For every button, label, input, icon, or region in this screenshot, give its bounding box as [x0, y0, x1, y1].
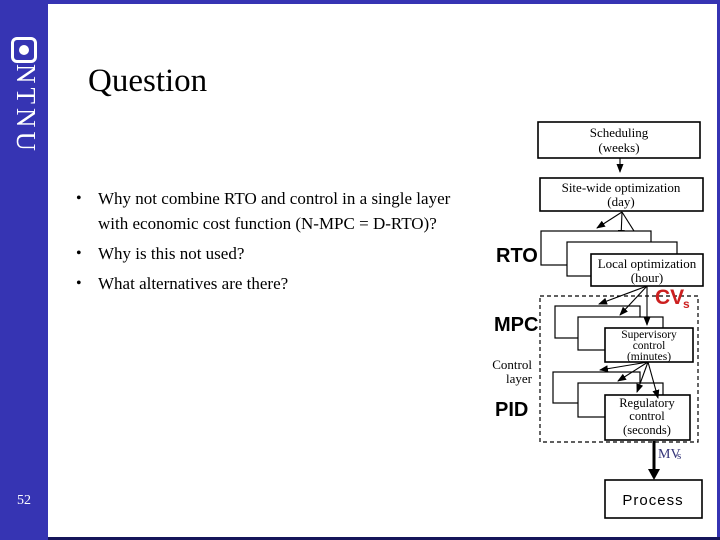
local-optimization-label-line1: Local optimization — [598, 256, 697, 271]
ntnu-emblem-icon — [11, 37, 37, 63]
process-box — [604, 479, 703, 519]
page-number: 52 — [17, 493, 31, 508]
control-layer-label-line1: Control — [492, 357, 532, 372]
bullet-text: Why not combine RTO and control in a sin… — [98, 189, 451, 233]
bullet-item: • Why not combine RTO and control in a s… — [76, 186, 480, 236]
arrow-supervisory-to-regulatory — [647, 361, 660, 399]
sitewide-label-line2: (day) — [607, 194, 634, 209]
scheduling-label-line1: Scheduling — [590, 125, 649, 140]
bullet-dot: • — [76, 275, 82, 292]
supervisory-label-line1: Supervisory — [621, 329, 677, 341]
arrow-local-to-mpc-1 — [598, 285, 648, 305]
cv-signal-label: CV — [655, 286, 684, 309]
bullet-item: • Why is this not used? — [76, 241, 480, 266]
ntnu-logo-text: NTNU — [11, 64, 41, 155]
cv-signal-subscript: s — [683, 297, 690, 311]
arrow-sitewide-to-rto-1 — [596, 211, 623, 229]
ntnu-sidebar: NTNU 52 — [0, 0, 48, 540]
supervisory-label-line2: control — [633, 340, 666, 352]
supervisory-label-line3: (minutes) — [627, 351, 671, 363]
slide-border-bottom — [48, 537, 720, 540]
scheduling-label-line2: (weeks) — [598, 140, 639, 155]
ntnu-emblem-circle — [19, 45, 29, 55]
arrow-supervisory-to-pid-1 — [599, 361, 649, 373]
bullet-item: • What alternatives are there? — [76, 271, 480, 296]
pid-layer-label: PID — [495, 399, 528, 421]
local-optimization-box — [590, 253, 704, 287]
sitewide-label-line1: Site-wide optimization — [562, 180, 681, 195]
arrow-local-to-mpc-2 — [619, 285, 648, 316]
mpc-layer-label: MPC — [494, 314, 538, 336]
process-label: Process — [622, 492, 683, 509]
regulatory-label-line1: Regulatory — [619, 396, 675, 410]
slide-border-right — [717, 0, 720, 540]
slide-title: Question — [88, 63, 208, 99]
control-hierarchy-diagram: Scheduling (weeks) Site-wide optimizatio… — [492, 121, 704, 519]
bullet-dot: • — [76, 245, 82, 262]
regulatory-label-line2: control — [629, 409, 665, 423]
mv-signal-label: MV — [658, 447, 681, 462]
control-layer-label-line2: layer — [506, 371, 533, 386]
regulatory-label-line3: (seconds) — [623, 423, 671, 437]
bullet-list: • Why not combine RTO and control in a s… — [76, 186, 480, 296]
arrow-supervisory-to-pid-2 — [617, 361, 649, 382]
rto-layer-label: RTO — [496, 245, 538, 267]
supervisory-control-box — [604, 327, 694, 363]
bullet-dot: • — [76, 190, 82, 207]
sitewide-box — [539, 177, 704, 212]
local-optimization-label-line2: (hour) — [631, 270, 664, 285]
bullet-text: What alternatives are there? — [98, 274, 289, 293]
bullet-text: Why is this not used? — [98, 244, 245, 263]
arrow-supervisory-to-pid-3 — [636, 361, 649, 393]
regulatory-control-box — [604, 394, 691, 441]
mv-arrowhead — [648, 469, 660, 480]
scheduling-box — [537, 121, 701, 159]
mv-signal-subscript: s — [677, 450, 681, 462]
slide-border-top — [48, 0, 720, 4]
